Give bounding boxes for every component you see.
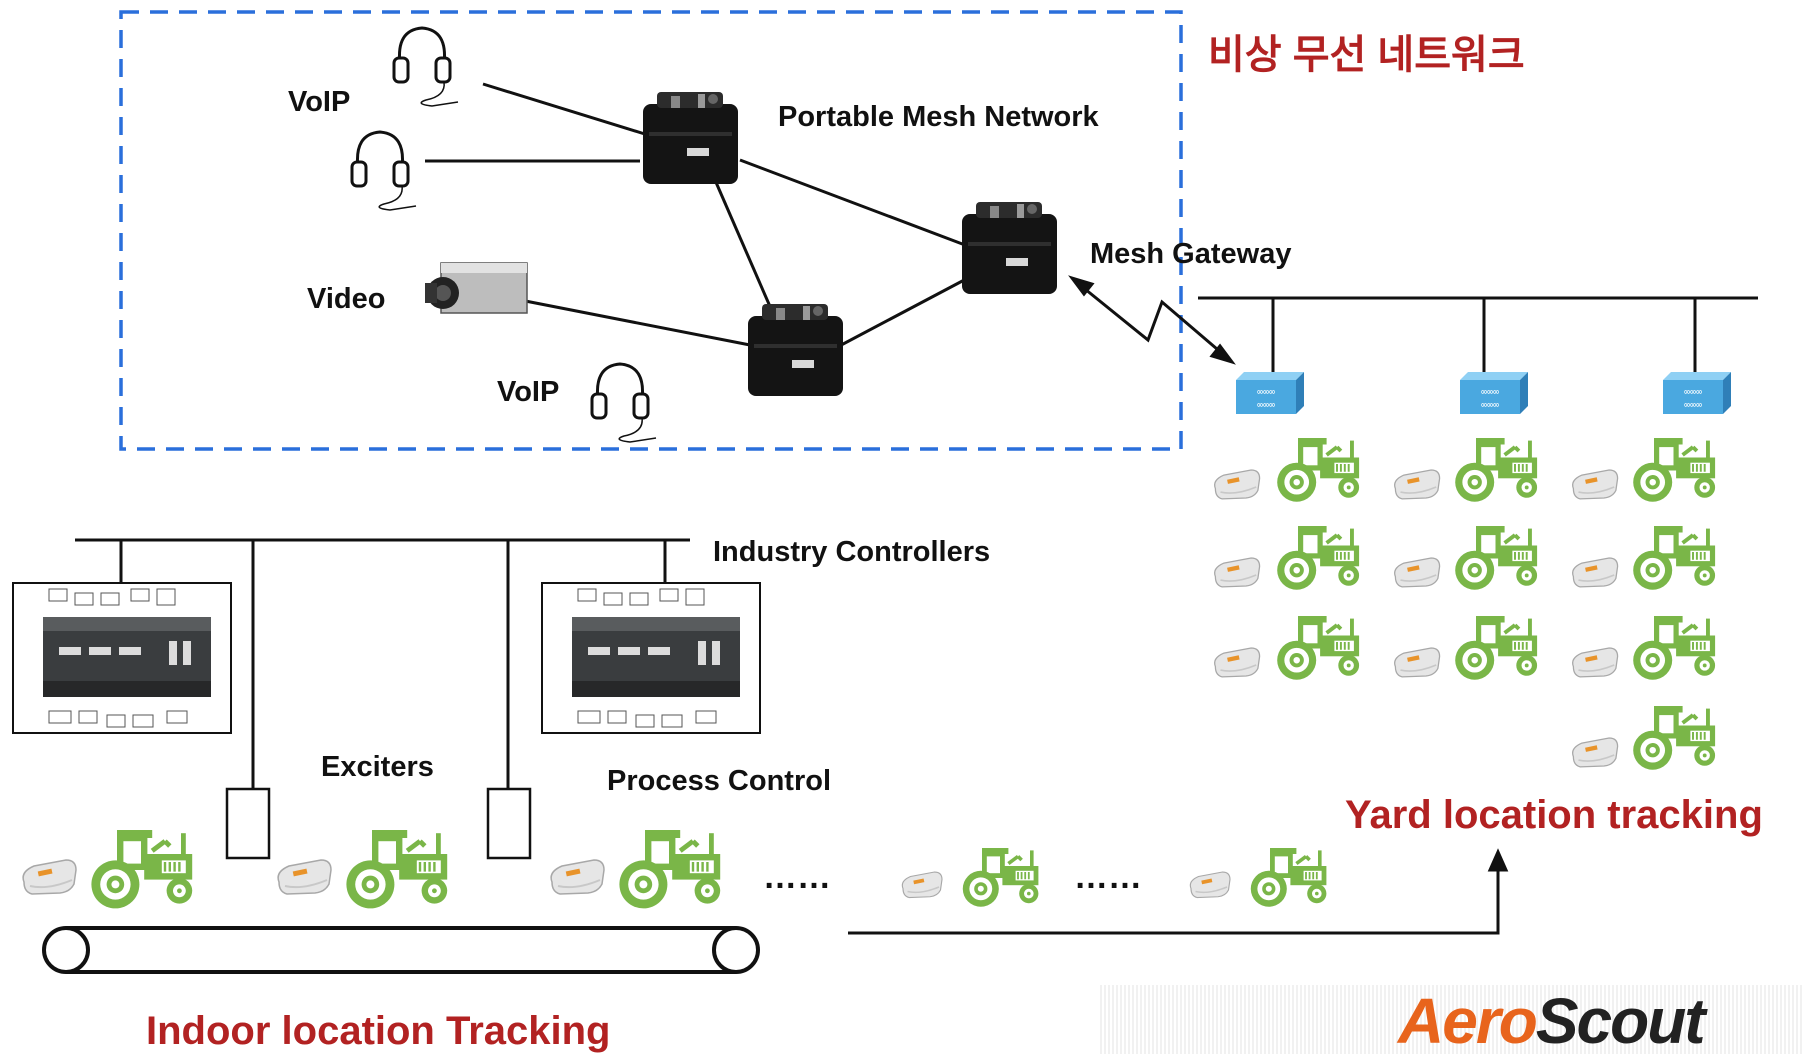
- yard-assets: [1213, 438, 1715, 770]
- tag-icon: [1571, 469, 1619, 500]
- tractor-icon: [963, 848, 1039, 907]
- conveyor-belt: [42, 926, 760, 974]
- switch-icon-1: [1236, 372, 1304, 414]
- industry-controller-icon-2: [541, 582, 761, 734]
- mesh-network-boundary: [119, 10, 1183, 451]
- tag-icon: [277, 859, 332, 895]
- tractor-icon: [1277, 616, 1359, 680]
- tractor-icon: [91, 830, 192, 908]
- voip-label-top: VoIP: [288, 86, 350, 118]
- tractor-icon: [619, 830, 720, 908]
- continuation-dots-2: ……: [1074, 858, 1142, 896]
- indoor-tracking-label: Indoor location Tracking: [146, 1009, 611, 1053]
- tag-icon: [1213, 469, 1261, 500]
- tractor-icon: [1251, 848, 1327, 907]
- mesh-gateway-label: Mesh Gateway: [1090, 238, 1291, 270]
- exciter-icon-1: [225, 787, 271, 860]
- tractor-icon: [1455, 438, 1537, 502]
- tag-icon: [1571, 737, 1619, 768]
- controller-bus: [75, 538, 690, 790]
- tractor-icon: [1277, 438, 1359, 502]
- logo-text: AeroScout: [1398, 985, 1706, 1054]
- process-control-label: Process Control: [607, 765, 831, 797]
- tractor-icon: [1633, 526, 1715, 590]
- tractor-icon: [346, 830, 447, 908]
- voip-headset-icon-2: [350, 130, 418, 212]
- portable-mesh-label: Portable Mesh Network: [778, 101, 1100, 133]
- mesh-node-icon-3: [748, 304, 843, 396]
- industry-controller-icon-1: [12, 582, 232, 734]
- tractor-icon: [1277, 526, 1359, 590]
- tag-icon: [1213, 557, 1261, 588]
- industry-controllers-label: Industry Controllers: [713, 536, 990, 568]
- yard-tracking-label: Yard location tracking: [1345, 793, 1763, 837]
- mesh-node-icon-2: [962, 202, 1057, 294]
- tractor-icon: [1455, 526, 1537, 590]
- video-camera-icon: [425, 262, 528, 314]
- yard-backbone: [1198, 296, 1758, 372]
- tractor-icon: [1633, 438, 1715, 502]
- voip-headset-icon-3: [590, 362, 658, 444]
- tag-icon: [1393, 647, 1441, 678]
- wireless-link: [1068, 275, 1236, 365]
- tag-icon: [1393, 557, 1441, 588]
- voip-headset-icon-1: [392, 26, 460, 108]
- tractor-icon: [1455, 616, 1537, 680]
- tractor-icon: [1633, 706, 1715, 770]
- tag-icon: [1189, 871, 1231, 899]
- exciters-label: Exciters: [321, 751, 434, 783]
- switch-icon-2: [1460, 372, 1528, 414]
- video-label: Video: [307, 283, 385, 315]
- switch-icon-3: [1663, 372, 1731, 414]
- korean-title: 비상 무선 네트워크: [1208, 33, 1525, 77]
- voip-label-bottom: VoIP: [497, 376, 559, 408]
- tractor-icon: [1633, 616, 1715, 680]
- tag-icon: [901, 871, 943, 899]
- tag-icon: [22, 859, 77, 895]
- tag-icon: [1213, 647, 1261, 678]
- flow-arrow: [848, 848, 1509, 935]
- tag-icon: [1393, 469, 1441, 500]
- mesh-links: [425, 82, 969, 354]
- tag-icon: [550, 859, 605, 895]
- tag-icon: [1571, 647, 1619, 678]
- exciter-icon-2: [486, 787, 532, 860]
- continuation-dots-1: ……: [763, 858, 831, 896]
- mesh-node-icon-1: [643, 92, 738, 184]
- aeroscout-logo: AeroScout: [1100, 985, 1803, 1054]
- tag-icon: [1571, 557, 1619, 588]
